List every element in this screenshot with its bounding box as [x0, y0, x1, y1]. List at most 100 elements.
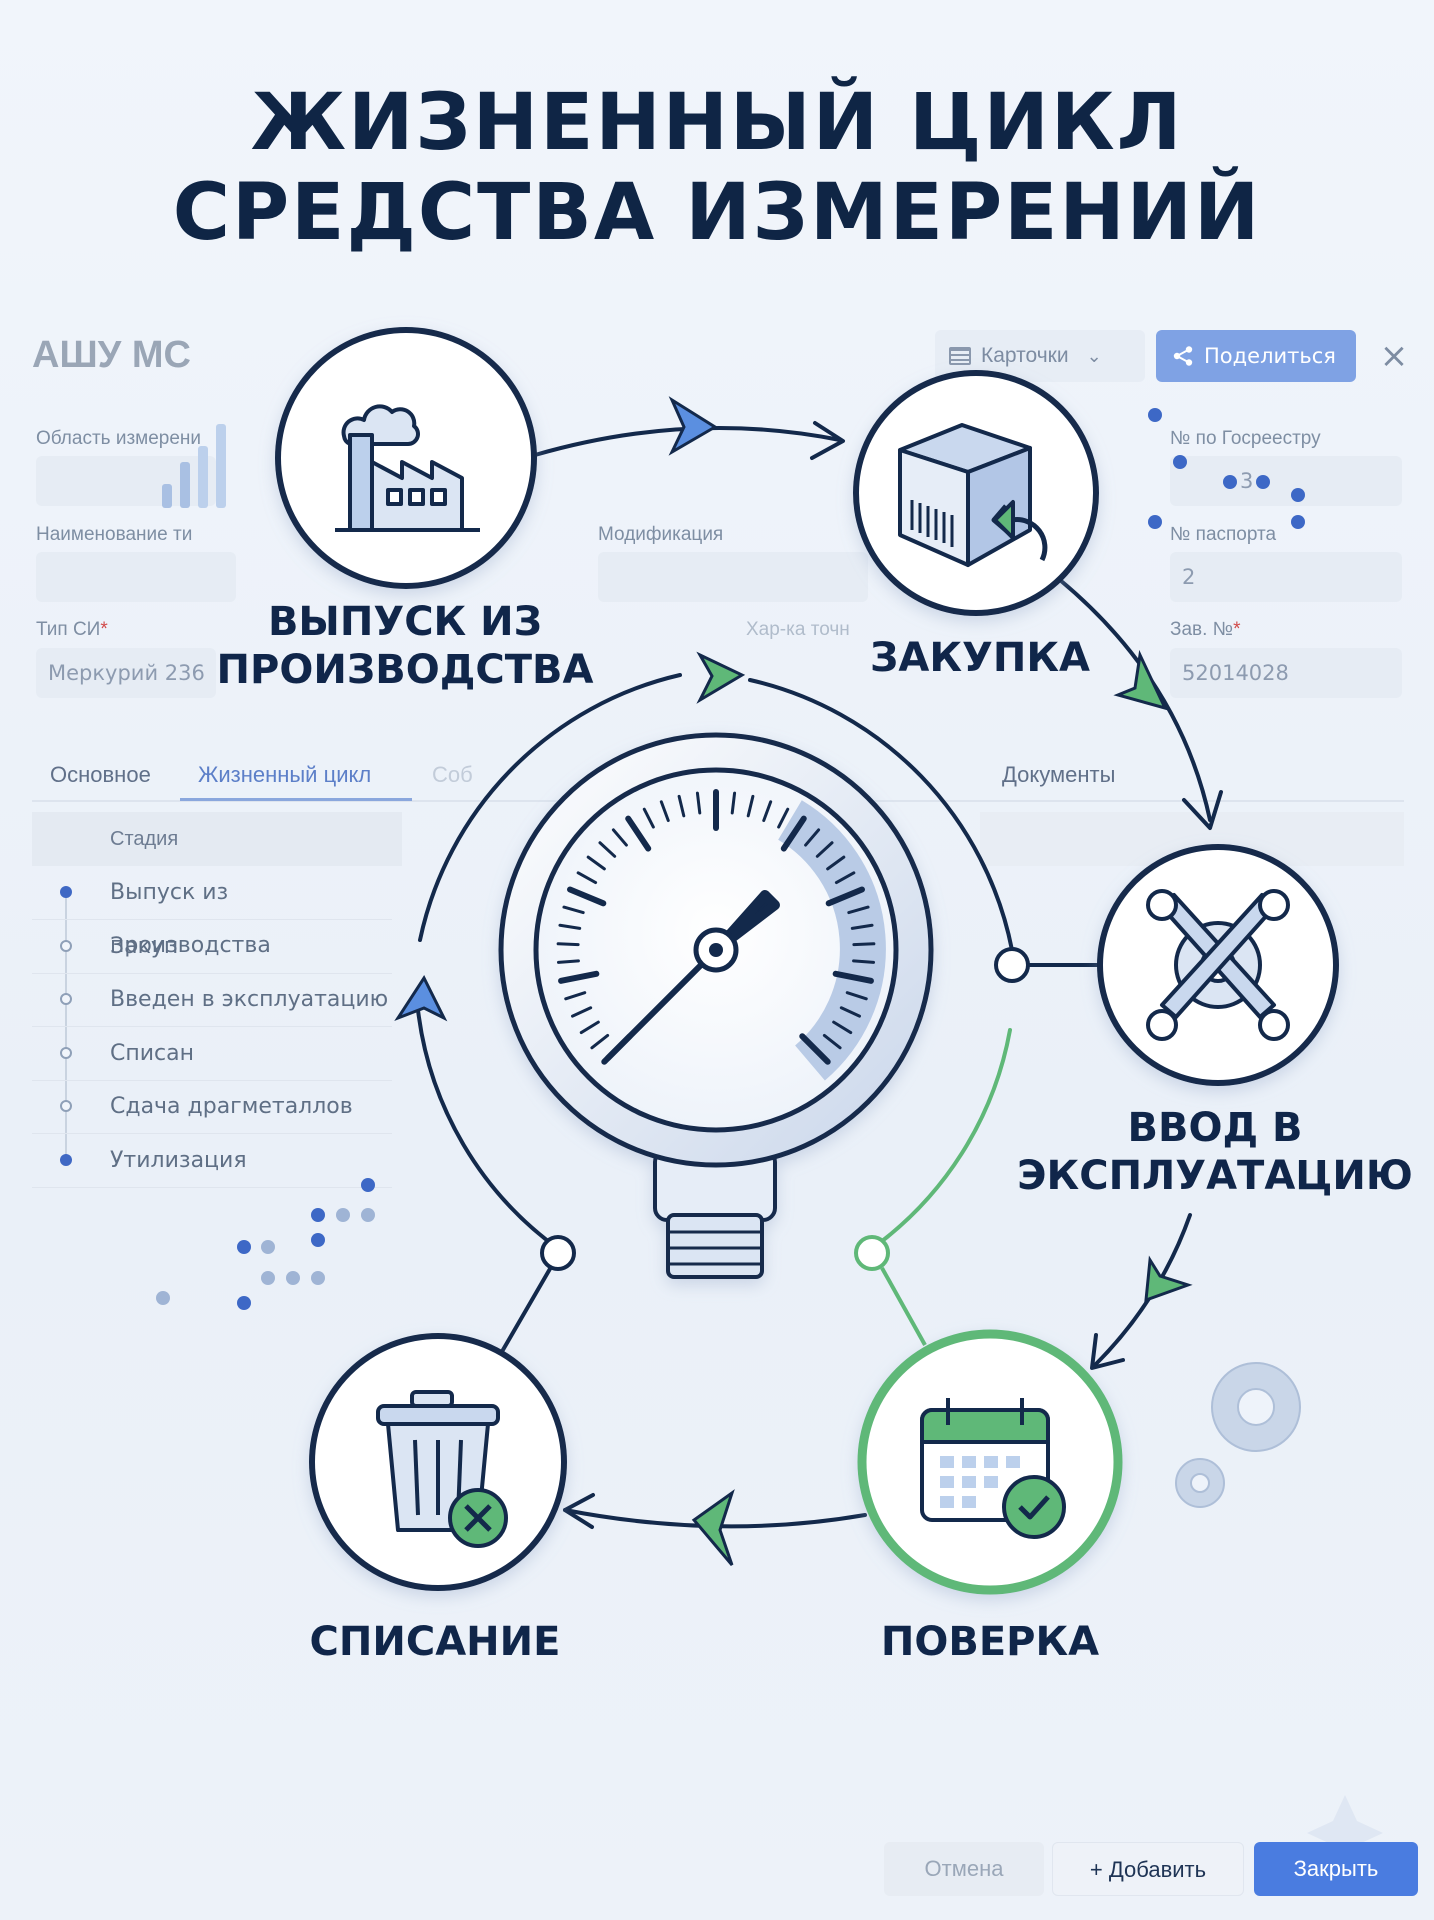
stage-production-circle[interactable]	[275, 327, 537, 589]
gears-icon	[1175, 1362, 1301, 1508]
title-line-1: ЖИЗНЕННЫЙ ЦИКЛ	[250, 78, 1184, 168]
share-label: Поделиться	[1204, 344, 1336, 368]
gauge-tick	[556, 959, 580, 964]
gauge-tick	[845, 991, 868, 1001]
gauge-tick	[799, 1033, 831, 1065]
gauge-tick	[730, 791, 737, 815]
gauge-tick	[576, 871, 598, 885]
table-row[interactable]: Закуп	[32, 920, 392, 974]
stage-status-dot	[60, 1046, 72, 1059]
gauge-tick	[562, 905, 585, 915]
gauge-tick	[558, 970, 600, 984]
inner-ring-arrows	[394, 651, 746, 1022]
registry-field[interactable]: 3	[1170, 456, 1402, 506]
gauge-tick	[659, 800, 670, 823]
timeline-rail	[65, 890, 67, 1160]
stage-status-dot	[60, 939, 72, 952]
gauge-tick	[822, 1033, 842, 1050]
tab-lifecycle[interactable]: Жизненный цикл	[198, 762, 372, 787]
stage-status-dot	[60, 1100, 72, 1112]
share-button[interactable]: Поделиться	[1156, 330, 1356, 382]
cancel-button[interactable]: Отмена	[884, 1842, 1044, 1896]
registry-value: 3	[1240, 469, 1254, 493]
passport-label: № паспорта	[1170, 524, 1277, 545]
gauge-tick	[677, 794, 686, 818]
gauge-tick	[832, 1020, 853, 1035]
table-row[interactable]: Утилизация	[32, 1134, 392, 1188]
gauge-tick	[777, 807, 790, 829]
table-row[interactable]: Списан	[32, 1027, 392, 1081]
close-button[interactable]: Закрыть	[1254, 1842, 1418, 1896]
gauge-tick	[762, 800, 773, 823]
gauge-needle	[605, 890, 780, 1061]
gauge-tick	[825, 886, 865, 907]
measurement-area-label: Область измерени	[36, 428, 202, 449]
factory-icon	[335, 404, 480, 532]
stage-commissioning-label: ВВОД В ЭКСПЛУАТАЦИЮ	[1017, 1105, 1413, 1199]
type-label: Тип СИ*	[36, 619, 108, 640]
serial-field[interactable]: 52014028	[1170, 648, 1402, 698]
stage-purchase-circle[interactable]	[853, 370, 1099, 616]
stage-row-label: Выпуск из производства	[110, 880, 271, 958]
gauge-tick	[850, 923, 874, 930]
gauge-tick	[852, 942, 876, 947]
chevron-down-icon: ⌄	[1086, 345, 1102, 366]
stage-writeoff-circle[interactable]	[309, 1333, 567, 1591]
stage-row-label: Сдача драгметаллов	[110, 1094, 353, 1119]
stage-verification-circle[interactable]	[857, 1329, 1123, 1595]
stage-commissioning-circle[interactable]	[1097, 844, 1339, 1086]
gauge-tick	[780, 815, 807, 852]
table-row[interactable]: Введен в эксплуатацию	[32, 973, 392, 1027]
gauge-tick	[839, 1006, 861, 1018]
stage-status-dot	[60, 993, 72, 1005]
stage-row-label: Закуп	[110, 933, 179, 959]
close-icon[interactable]: ×	[1379, 336, 1409, 376]
stage-status-dot	[60, 886, 72, 898]
arrow-heads	[563, 396, 1223, 1566]
table-row[interactable]: Выпуск из производства	[32, 866, 392, 958]
tools-gear-icon	[1146, 889, 1290, 1041]
stage-row-label: Списан	[110, 1040, 195, 1066]
gauge-tick	[746, 794, 755, 818]
type-value: Меркурий 236	[48, 661, 205, 685]
tab-documents[interactable]: Документы	[1002, 762, 1116, 787]
decorative-dots	[156, 408, 1305, 1310]
gauge-tick	[847, 905, 870, 915]
gauge-tick	[558, 923, 582, 930]
gauge-tick	[625, 815, 652, 852]
tab-main[interactable]: Основное	[50, 762, 151, 787]
registry-label: № по Госреестру	[1170, 428, 1321, 449]
stage-writeoff-label: СПИСАНИЕ	[309, 1619, 561, 1665]
app-name: АШУ МС	[32, 334, 191, 376]
gauge-tick	[567, 886, 607, 907]
gauge-tick	[571, 1006, 593, 1018]
name-field[interactable]	[36, 552, 236, 602]
add-button[interactable]: + Добавить	[1052, 1842, 1244, 1896]
gauge-tick	[832, 970, 874, 984]
tab-active-indicator	[180, 798, 412, 801]
gauge-tick	[834, 871, 856, 885]
tab-events[interactable]: Соб	[432, 762, 473, 787]
page-title: ЖИЗНЕННЫЙ ЦИКЛ СРЕДСТВА ИЗМЕРЕНИЙ	[0, 78, 1434, 258]
gauge-tick	[564, 991, 587, 1001]
stage-row-label: Утилизация	[110, 1147, 247, 1173]
gauge-tick	[590, 1033, 610, 1050]
gauge-tick	[642, 807, 655, 829]
modification-label: Модификация	[598, 524, 724, 545]
serial-value: 52014028	[1182, 661, 1289, 685]
share-icon	[1173, 346, 1193, 366]
type-field[interactable]: Меркурий 236	[36, 648, 216, 698]
title-line-2: СРЕДСТВА ИЗМЕРЕНИЙ	[172, 168, 1262, 258]
ring-node-dots	[540, 947, 1100, 1346]
sparkle-icon	[1307, 1795, 1383, 1871]
table-row[interactable]: Сдача драгметаллов	[32, 1080, 392, 1134]
gauge-ticks	[556, 789, 876, 1065]
gauge-tick	[804, 828, 821, 847]
name-label: Наименование ти	[36, 524, 193, 545]
inner-cycle-ring	[416, 673, 1014, 1252]
cards-icon	[949, 347, 971, 365]
passport-field[interactable]: 2	[1170, 552, 1402, 602]
modification-field[interactable]	[598, 552, 868, 602]
gauge-tick	[556, 942, 580, 947]
